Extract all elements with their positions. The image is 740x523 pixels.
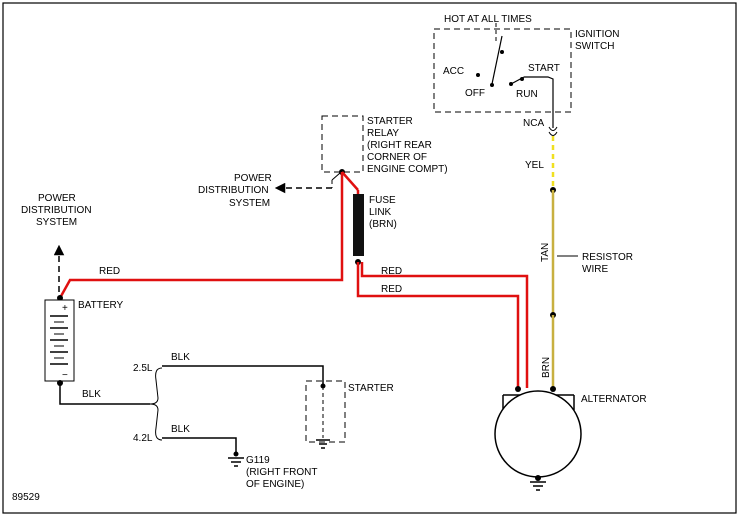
relay-feed-tap: [331, 172, 341, 181]
nca-connector-label: NCA: [523, 118, 544, 129]
red-wire-lower-label: RED: [381, 284, 402, 295]
battery-plus-sign: +: [62, 303, 68, 314]
starter-relay-label-line2: RELAY: [367, 128, 399, 139]
tan-wire-label: TAN: [540, 243, 551, 262]
power-distribution-upper-line3: SYSTEM: [229, 198, 270, 209]
yel-wire-label: YEL: [525, 160, 544, 171]
ground-g119: [228, 451, 244, 467]
fuse-link-label-line3: (BRN): [369, 219, 397, 230]
fuse-link-label-line1: FUSE: [369, 195, 396, 206]
starter-relay: STARTER RELAY (RIGHT REAR CORNER OF ENGI…: [321, 115, 448, 175]
alternator-terminal-red: [515, 386, 521, 392]
blk-wire-25-label: BLK: [171, 352, 190, 363]
ground-g119-terminal: [233, 451, 239, 457]
red-wire-lower-to-alternator: [356, 262, 520, 388]
power-distribution-upper-line2: DISTRIBUTION: [198, 185, 269, 196]
battery-label: BATTERY: [78, 300, 124, 311]
figure-id: 89529: [12, 492, 40, 503]
starter: STARTER: [305, 380, 394, 449]
ignition-switch-label-line1: IGNITION: [575, 29, 619, 40]
red-wire-upper-to-alternator: [360, 262, 529, 388]
battery-cells: [50, 315, 68, 365]
brn-wire-label: BRN: [541, 357, 552, 378]
switch-contact-hot: [500, 50, 504, 54]
fuse-link: [353, 194, 364, 256]
off-position-label: OFF: [465, 88, 485, 99]
switch-contact-acc: [476, 73, 480, 77]
switch-arm-lower: [510, 76, 525, 85]
acc-position-label: ACC: [443, 66, 464, 77]
relay-to-fuse-wire: [341, 171, 359, 191]
alternator-terminal-brn: [550, 386, 556, 392]
alternator-ground-terminal: [535, 475, 541, 481]
ground-g119-label-line1: G119: [246, 455, 270, 466]
alternator: ALTERNATOR: [494, 386, 647, 491]
red-wire-battery-to-relay: [58, 172, 344, 299]
starter-relay-box: [321, 115, 364, 173]
power-distribution-upper-line1: POWER: [234, 173, 272, 184]
starter-relay-label-line1: STARTER: [367, 116, 413, 127]
blk-wire-42-label: BLK: [171, 424, 190, 435]
hot-at-all-times-label: HOT AT ALL TIMES: [444, 14, 532, 25]
starter-relay-label-line3: (RIGHT REAR: [367, 140, 432, 151]
blk-wire-42: [162, 437, 237, 454]
switch-contact-off: [490, 83, 494, 87]
resistor-wire-label-line2: WIRE: [582, 264, 608, 275]
switch-arm-upper: [491, 35, 503, 85]
battery-minus-sign: −: [62, 370, 68, 381]
battery: POWER DISTRIBUTION SYSTEM + − BATTERY: [21, 193, 124, 386]
ground-g119-label-line2: (RIGHT FRONT: [246, 467, 317, 478]
engine-25-label: 2.5L: [133, 363, 153, 374]
power-distribution-left-line1: POWER: [38, 193, 76, 204]
switch-output-line: [524, 76, 554, 128]
power-distribution-left-line2: DISTRIBUTION: [21, 205, 92, 216]
ignition-switch-label-line2: SWITCH: [575, 41, 614, 52]
blk-wire-battery-label: BLK: [82, 389, 101, 400]
resistor-wire-label-line1: RESISTOR: [582, 252, 633, 263]
nca-connector-symbol: [548, 126, 558, 136]
starter-label: STARTER: [348, 383, 394, 394]
run-position-label: RUN: [516, 89, 538, 100]
red-wire-battery-label: RED: [99, 266, 120, 277]
blk-wire-25: [162, 365, 324, 384]
red-wire-upper-label: RED: [381, 266, 402, 277]
starter-relay-label-line5: ENGINE COMPT): [367, 164, 448, 175]
ignition-switch: HOT AT ALL TIMES IGNITION SWITCH ACC OFF…: [433, 14, 619, 136]
starter-box: [305, 380, 346, 443]
fuse-link-label-line2: LINK: [369, 207, 392, 218]
alternator-label: ALTERNATOR: [581, 394, 647, 405]
ground-g119-label-line3: OF ENGINE): [246, 479, 304, 490]
engine-42-label: 4.2L: [133, 433, 153, 444]
start-position-label: START: [528, 63, 560, 74]
blk-wire-battery: [59, 383, 150, 405]
starter-relay-label-line4: CORNER OF: [367, 152, 427, 163]
power-distribution-left-line3: SYSTEM: [36, 217, 77, 228]
alternator-body: [494, 390, 582, 478]
diagram-border: [2, 2, 737, 514]
engine-option-brace: [149, 367, 163, 441]
